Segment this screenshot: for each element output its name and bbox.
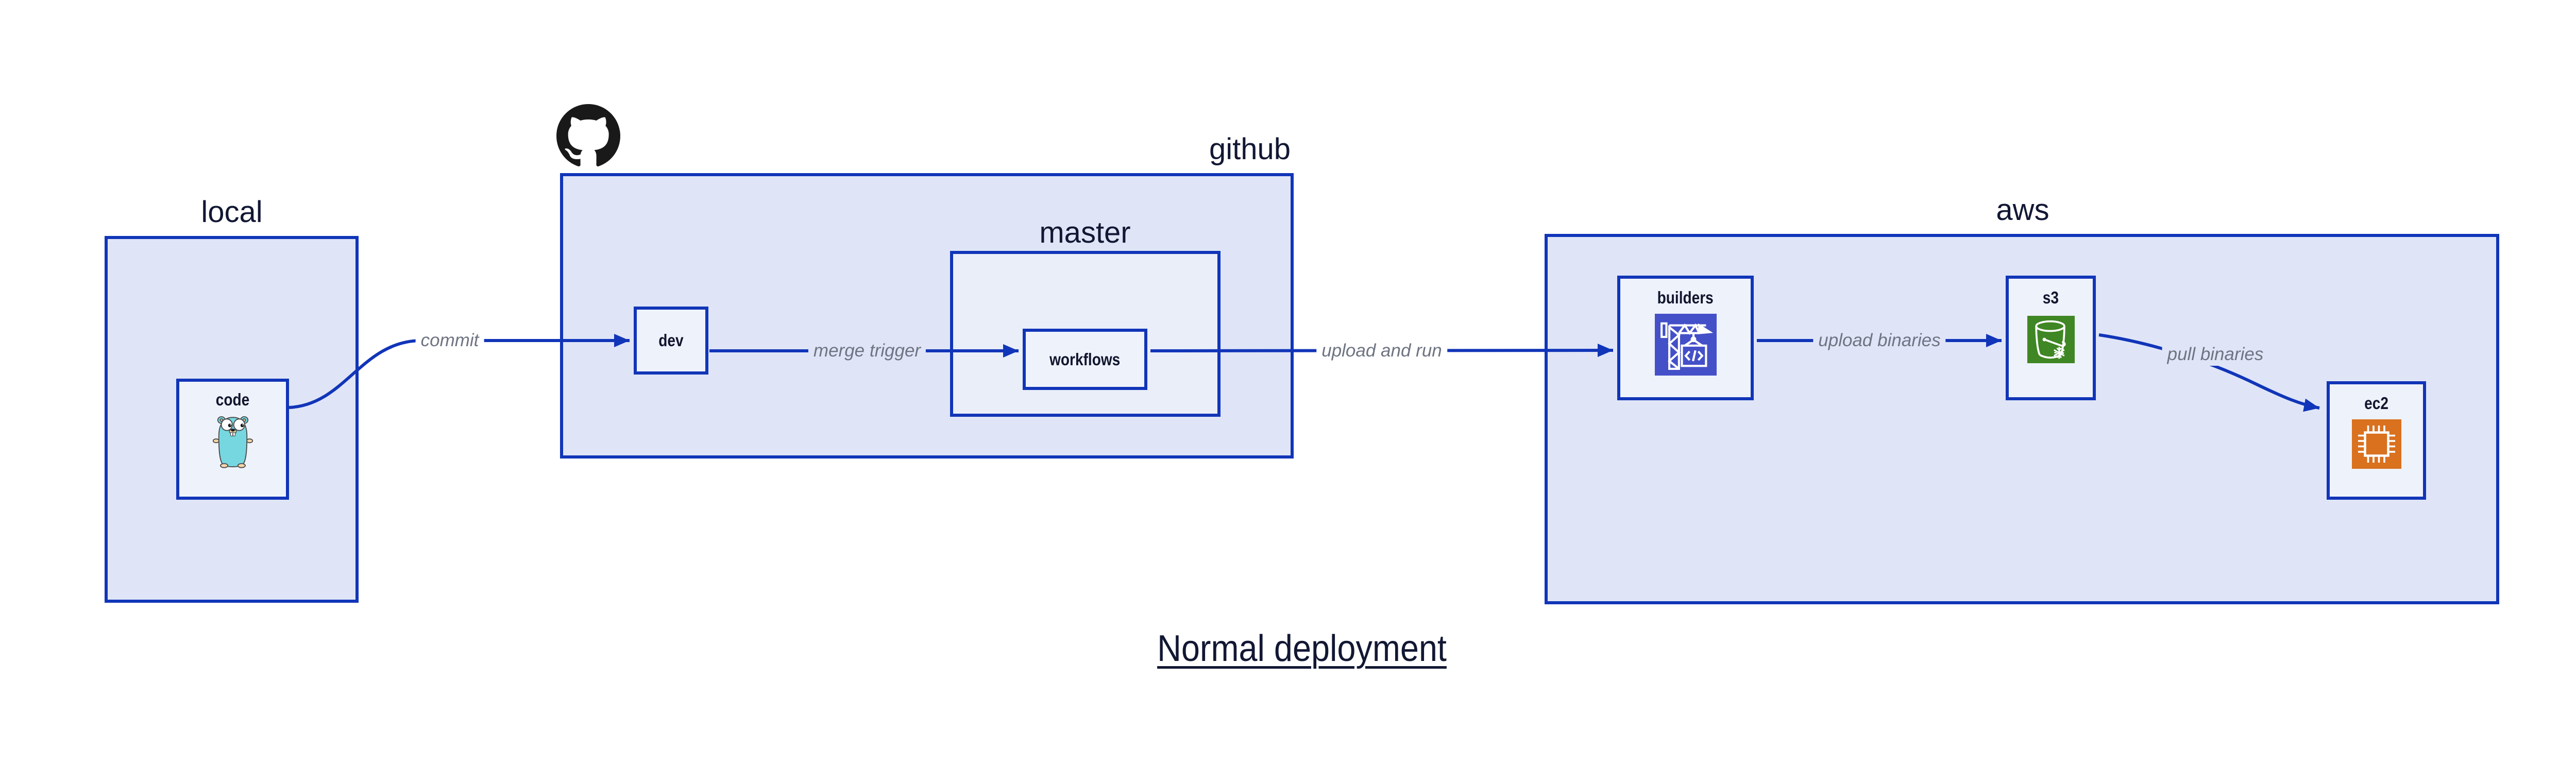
- edge-label-merge-trigger: merge trigger: [808, 339, 926, 362]
- node-builders-label: builders: [1657, 288, 1714, 307]
- node-ec2: ec2: [2327, 381, 2426, 500]
- group-label-aws: aws: [1996, 193, 2049, 227]
- group-label-master: master: [1039, 216, 1131, 249]
- edge-label-pull-binaries: pull binaries: [2162, 343, 2269, 366]
- ec2-chip-icon: [2351, 419, 2401, 469]
- node-s3: s3: [2006, 276, 2096, 400]
- node-s3-label: s3: [2042, 288, 2059, 307]
- node-workflows: workflows: [1023, 329, 1147, 390]
- node-code: code: [176, 379, 289, 500]
- octocat-icon: [556, 104, 620, 171]
- node-ec2-label: ec2: [2364, 394, 2388, 413]
- group-label-github: github: [1209, 132, 1291, 166]
- go-gopher-icon: [212, 414, 253, 469]
- node-dev-label: dev: [658, 331, 684, 350]
- edge-label-upload-binaries: upload binaries: [1813, 329, 1946, 352]
- node-dev: dev: [634, 307, 708, 375]
- edge-label-commit: commit: [415, 329, 484, 352]
- node-workflows-label: workflows: [1049, 349, 1121, 369]
- s3-bucket-icon: [2027, 316, 2075, 363]
- node-code-label: code: [215, 390, 250, 409]
- edge-label-upload-and-run: upload and run: [1316, 339, 1447, 362]
- codebuild-crane-icon: [1654, 314, 1717, 376]
- group-label-local: local: [201, 195, 263, 229]
- diagram-title: Normal deployment: [1157, 628, 1447, 669]
- node-builders: builders: [1617, 276, 1754, 400]
